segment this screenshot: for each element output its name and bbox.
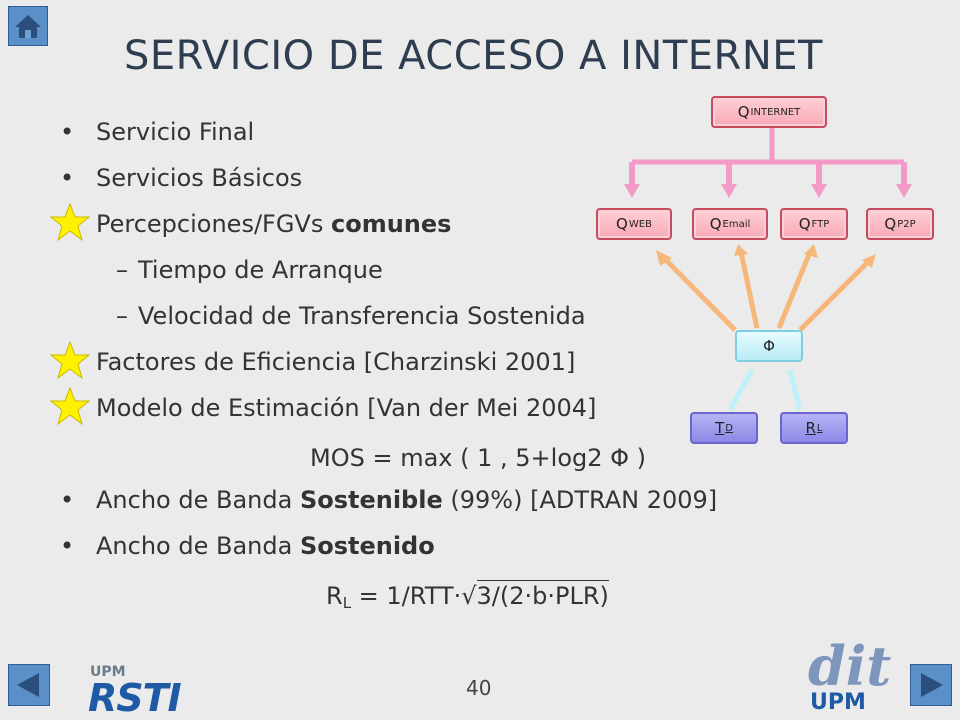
- orange-arrows: [662, 251, 870, 332]
- logo-dit: dit: [808, 634, 892, 698]
- bullet-percepciones: Percepciones/FGVs comunes: [50, 202, 451, 242]
- arrow-right-icon: [921, 673, 943, 697]
- logo-upm-small: UPM: [90, 664, 126, 680]
- bullet-modelo-estimacion: Modelo de Estimación [Van der Mei 2004]: [50, 386, 596, 426]
- star-icon: [50, 386, 90, 426]
- bullet-servicio-final: Servicio Final: [60, 118, 254, 146]
- subbullet-tiempo-arranque: Tiempo de Arranque: [116, 256, 383, 284]
- subbullet-velocidad: Velocidad de Transferencia Sostenida: [116, 302, 586, 330]
- sqrt-sign: √: [461, 582, 477, 610]
- node-phi: Φ: [735, 330, 803, 362]
- next-slide-button[interactable]: [910, 664, 952, 706]
- cyan-arrows: [727, 368, 803, 412]
- formula-rl: RL = 1/RTT·√3/(2·b·PLR): [326, 580, 609, 612]
- home-icon: [15, 15, 41, 38]
- formula-mos: MOS = max ( 1 , 5+log2 Φ ): [310, 444, 647, 472]
- orange-arrowheads: [656, 244, 876, 268]
- bullet-ancho-sostenido: Ancho de Banda Sostenido: [60, 532, 435, 560]
- star-icon: [50, 340, 90, 380]
- slide-title: SERVICIO DE ACCESO A INTERNET: [124, 33, 823, 79]
- bullet-factores-eficiencia: Factores de Eficiencia [Charzinski 2001]: [50, 340, 575, 380]
- logo-rsti: RSTI: [88, 676, 182, 720]
- bullet-servicios-basicos: Servicios Básicos: [60, 164, 302, 192]
- logo-upm: UPM: [810, 690, 866, 715]
- home-button[interactable]: [8, 6, 48, 46]
- prev-slide-button[interactable]: [8, 664, 50, 706]
- arrow-left-icon: [17, 673, 39, 697]
- bullet-ancho-sostenible: Ancho de Banda Sostenible (99%) [ADTRAN …: [60, 486, 717, 514]
- star-icon: [50, 202, 90, 242]
- tree-branches: [624, 162, 912, 198]
- page-number: 40: [466, 676, 492, 700]
